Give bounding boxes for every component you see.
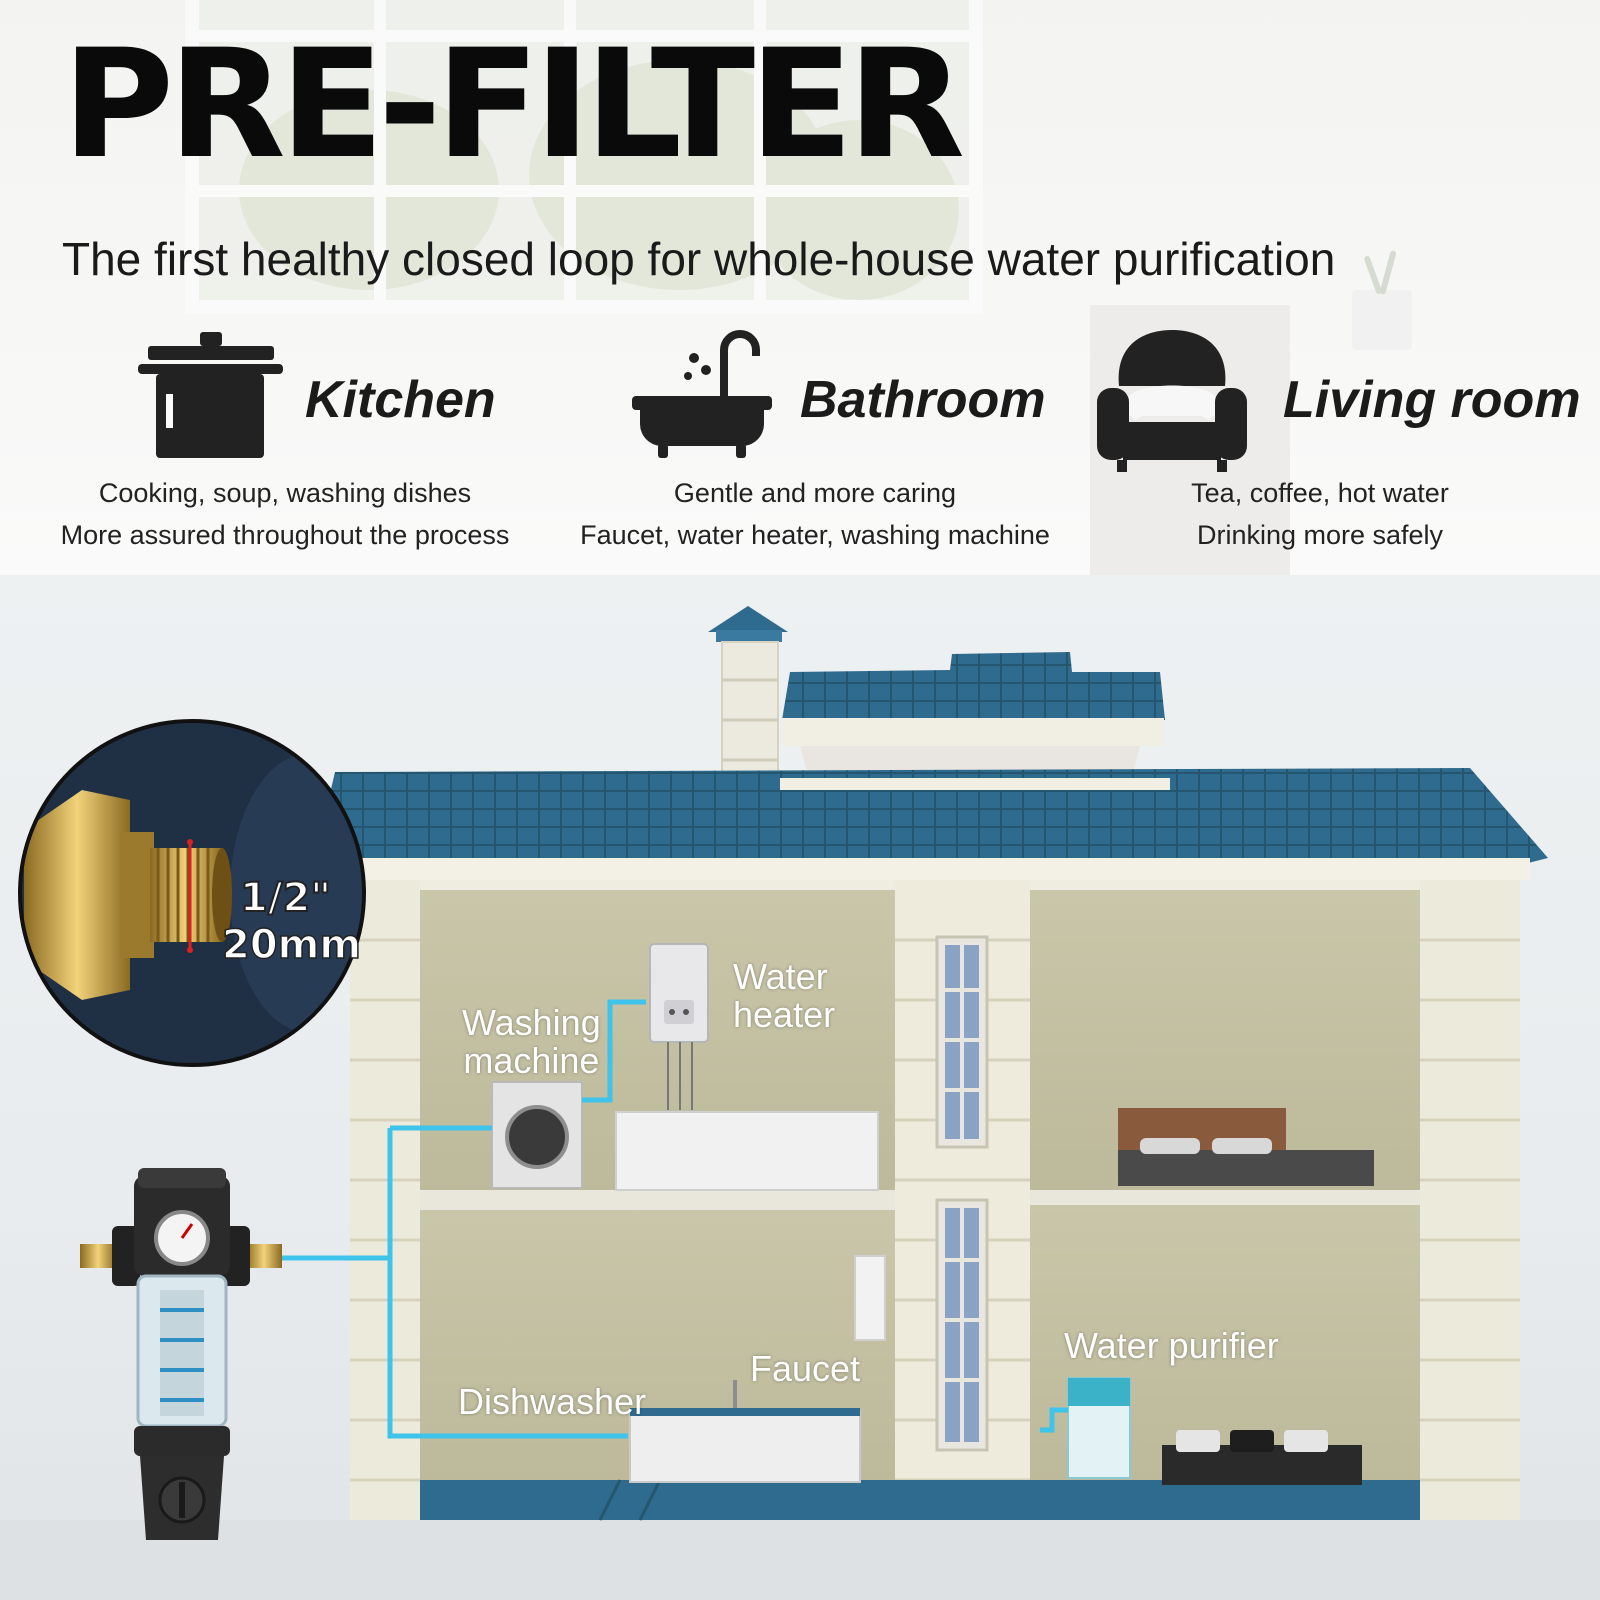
fitting-size-inch: 1/2": [239, 874, 332, 922]
water-heater: [649, 943, 709, 1110]
label-line: Washing: [462, 1002, 601, 1043]
bathtub: [615, 1111, 879, 1191]
room-desc-line: Faucet, water heater, washing machine: [580, 520, 1050, 550]
label-line: Water: [733, 956, 828, 997]
room-desc-line: Drinking more safely: [1196, 520, 1444, 550]
room-desc-line: Gentle and more caring: [673, 478, 957, 508]
ground: [0, 1520, 1600, 1600]
room-desc-line: Tea, coffee, hot water: [1191, 478, 1449, 508]
sofa: [1162, 1430, 1362, 1485]
page-subtitle: The first healthy closed loop for whole-…: [62, 233, 1336, 285]
background-window: [185, 0, 983, 314]
armchair-icon: [1097, 330, 1247, 472]
label-water-heater: Water heater: [733, 958, 835, 1034]
water-pipes: [282, 999, 1068, 1439]
water-purifier-appliance: [1067, 1377, 1131, 1479]
label-washing-machine: Washing machine: [462, 1004, 601, 1080]
label-faucet: Faucet: [750, 1348, 861, 1389]
room-desc-kitchen: Cooking, soup, washing dishes More assur…: [40, 472, 530, 556]
house-walls: [350, 880, 1520, 1521]
room-desc-living-room: Tea, coffee, hot water Drinking more saf…: [1125, 472, 1515, 556]
pot-icon: [138, 332, 283, 458]
bed: [1118, 1108, 1374, 1186]
label-dishwasher: Dishwasher: [458, 1381, 647, 1422]
kitchen-counter: [629, 1255, 886, 1483]
main-roof: [315, 768, 1548, 880]
fitting-inset: [18, 719, 366, 1067]
label-line: heater: [733, 993, 836, 1035]
bathtub-icon: [632, 330, 772, 458]
label-line: machine: [463, 1039, 600, 1081]
room-label-kitchen: Kitchen: [305, 371, 496, 429]
fitting-size-mm: 20mm: [221, 921, 362, 969]
room-label-bathroom: Bathroom: [800, 371, 1046, 429]
room-label-living-room: Living room: [1283, 371, 1581, 429]
room-desc-line: More assured throughout the process: [60, 520, 510, 550]
washing-machine-appliance: [491, 1081, 583, 1189]
pre-filter-unit: [80, 1168, 282, 1540]
room-desc-bathroom: Gentle and more caring Faucet, water hea…: [565, 472, 1065, 556]
label-water-purifier: Water purifier: [1064, 1325, 1279, 1366]
room-desc-line: Cooking, soup, washing dishes: [98, 478, 472, 508]
header-section: PRE-FILTER The first healthy closed loop…: [0, 0, 1600, 575]
background-plant: [1352, 290, 1412, 350]
page-title: PRE-FILTER: [62, 18, 965, 192]
